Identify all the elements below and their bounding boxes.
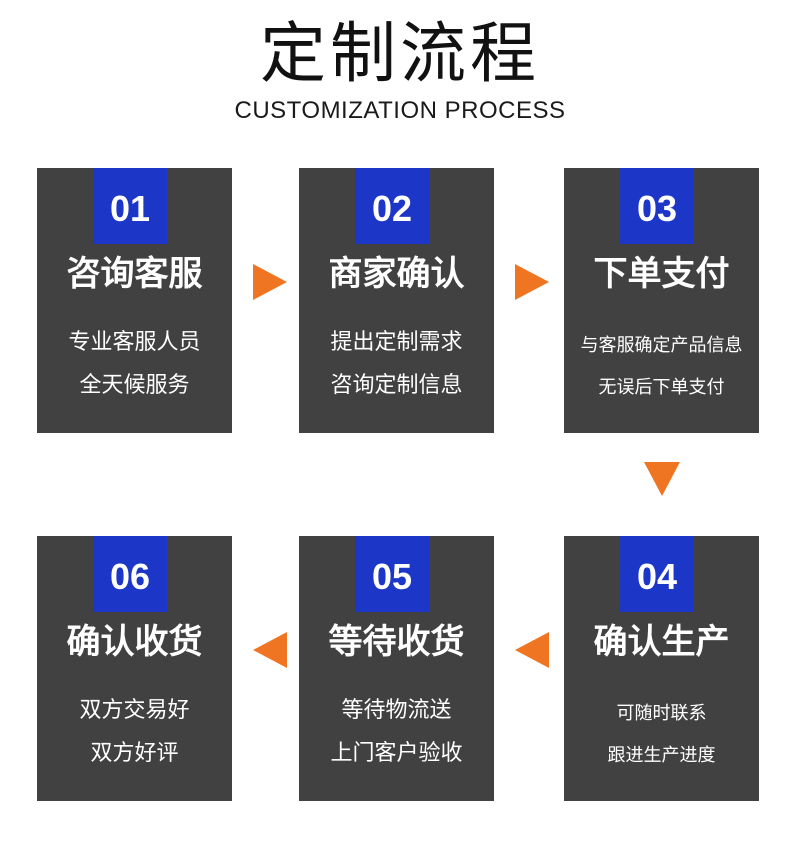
step-card-04: 04 确认生产 可随时联系 跟进生产进度 [564, 536, 759, 801]
step-number-badge: 05 [355, 536, 429, 612]
step-description-line-2: 上门客户验收 [330, 741, 463, 766]
step-card-05: 05 等待收货 等待物流送 上门客户验收 [299, 536, 494, 801]
step-description-line-2: 无误后下单支付 [598, 377, 725, 398]
step-card-02: 02 商家确认 提出定制需求 咨询定制信息 [299, 168, 494, 433]
arrow-right-icon [253, 264, 287, 300]
step-description-line-1: 专业客服人员 [68, 330, 201, 355]
arrow-right-icon [515, 264, 549, 300]
step-title: 商家确认 [328, 254, 465, 294]
step-card-01: 01 咨询客服 专业客服人员 全天候服务 [37, 168, 232, 433]
step-description-line-2: 双方好评 [90, 741, 179, 766]
step-description-line-1: 等待物流送 [341, 698, 452, 723]
step-number-badge: 06 [93, 536, 167, 612]
step-title: 等待收货 [328, 622, 465, 662]
step-number-badge: 02 [355, 168, 429, 244]
step-description-line-1: 提出定制需求 [330, 330, 463, 355]
step-description-line-1: 双方交易好 [79, 698, 190, 723]
arrow-down-icon [644, 462, 680, 496]
step-number-badge: 03 [620, 168, 694, 244]
step-description-line-2: 跟进生产进度 [607, 745, 716, 766]
step-description-line-2: 咨询定制信息 [330, 373, 463, 398]
step-number-badge: 04 [620, 536, 694, 612]
arrow-left-icon [515, 632, 549, 668]
page-subtitle: CUSTOMIZATION PROCESS [234, 97, 566, 124]
step-description-line-1: 与客服确定产品信息 [580, 335, 743, 356]
step-title: 咨询客服 [66, 254, 203, 294]
step-card-03: 03 下单支付 与客服确定产品信息 无误后下单支付 [564, 168, 759, 433]
arrow-left-icon [253, 632, 287, 668]
step-number-badge: 01 [93, 168, 167, 244]
step-description-line-2: 全天候服务 [79, 373, 190, 398]
step-title: 下单支付 [593, 254, 730, 294]
step-title: 确认收货 [66, 622, 203, 662]
step-description-line-1: 可随时联系 [616, 703, 707, 724]
page-title: 定制流程 [260, 15, 540, 92]
step-title: 确认生产 [593, 622, 730, 662]
step-card-06: 06 确认收货 双方交易好 双方好评 [37, 536, 232, 801]
